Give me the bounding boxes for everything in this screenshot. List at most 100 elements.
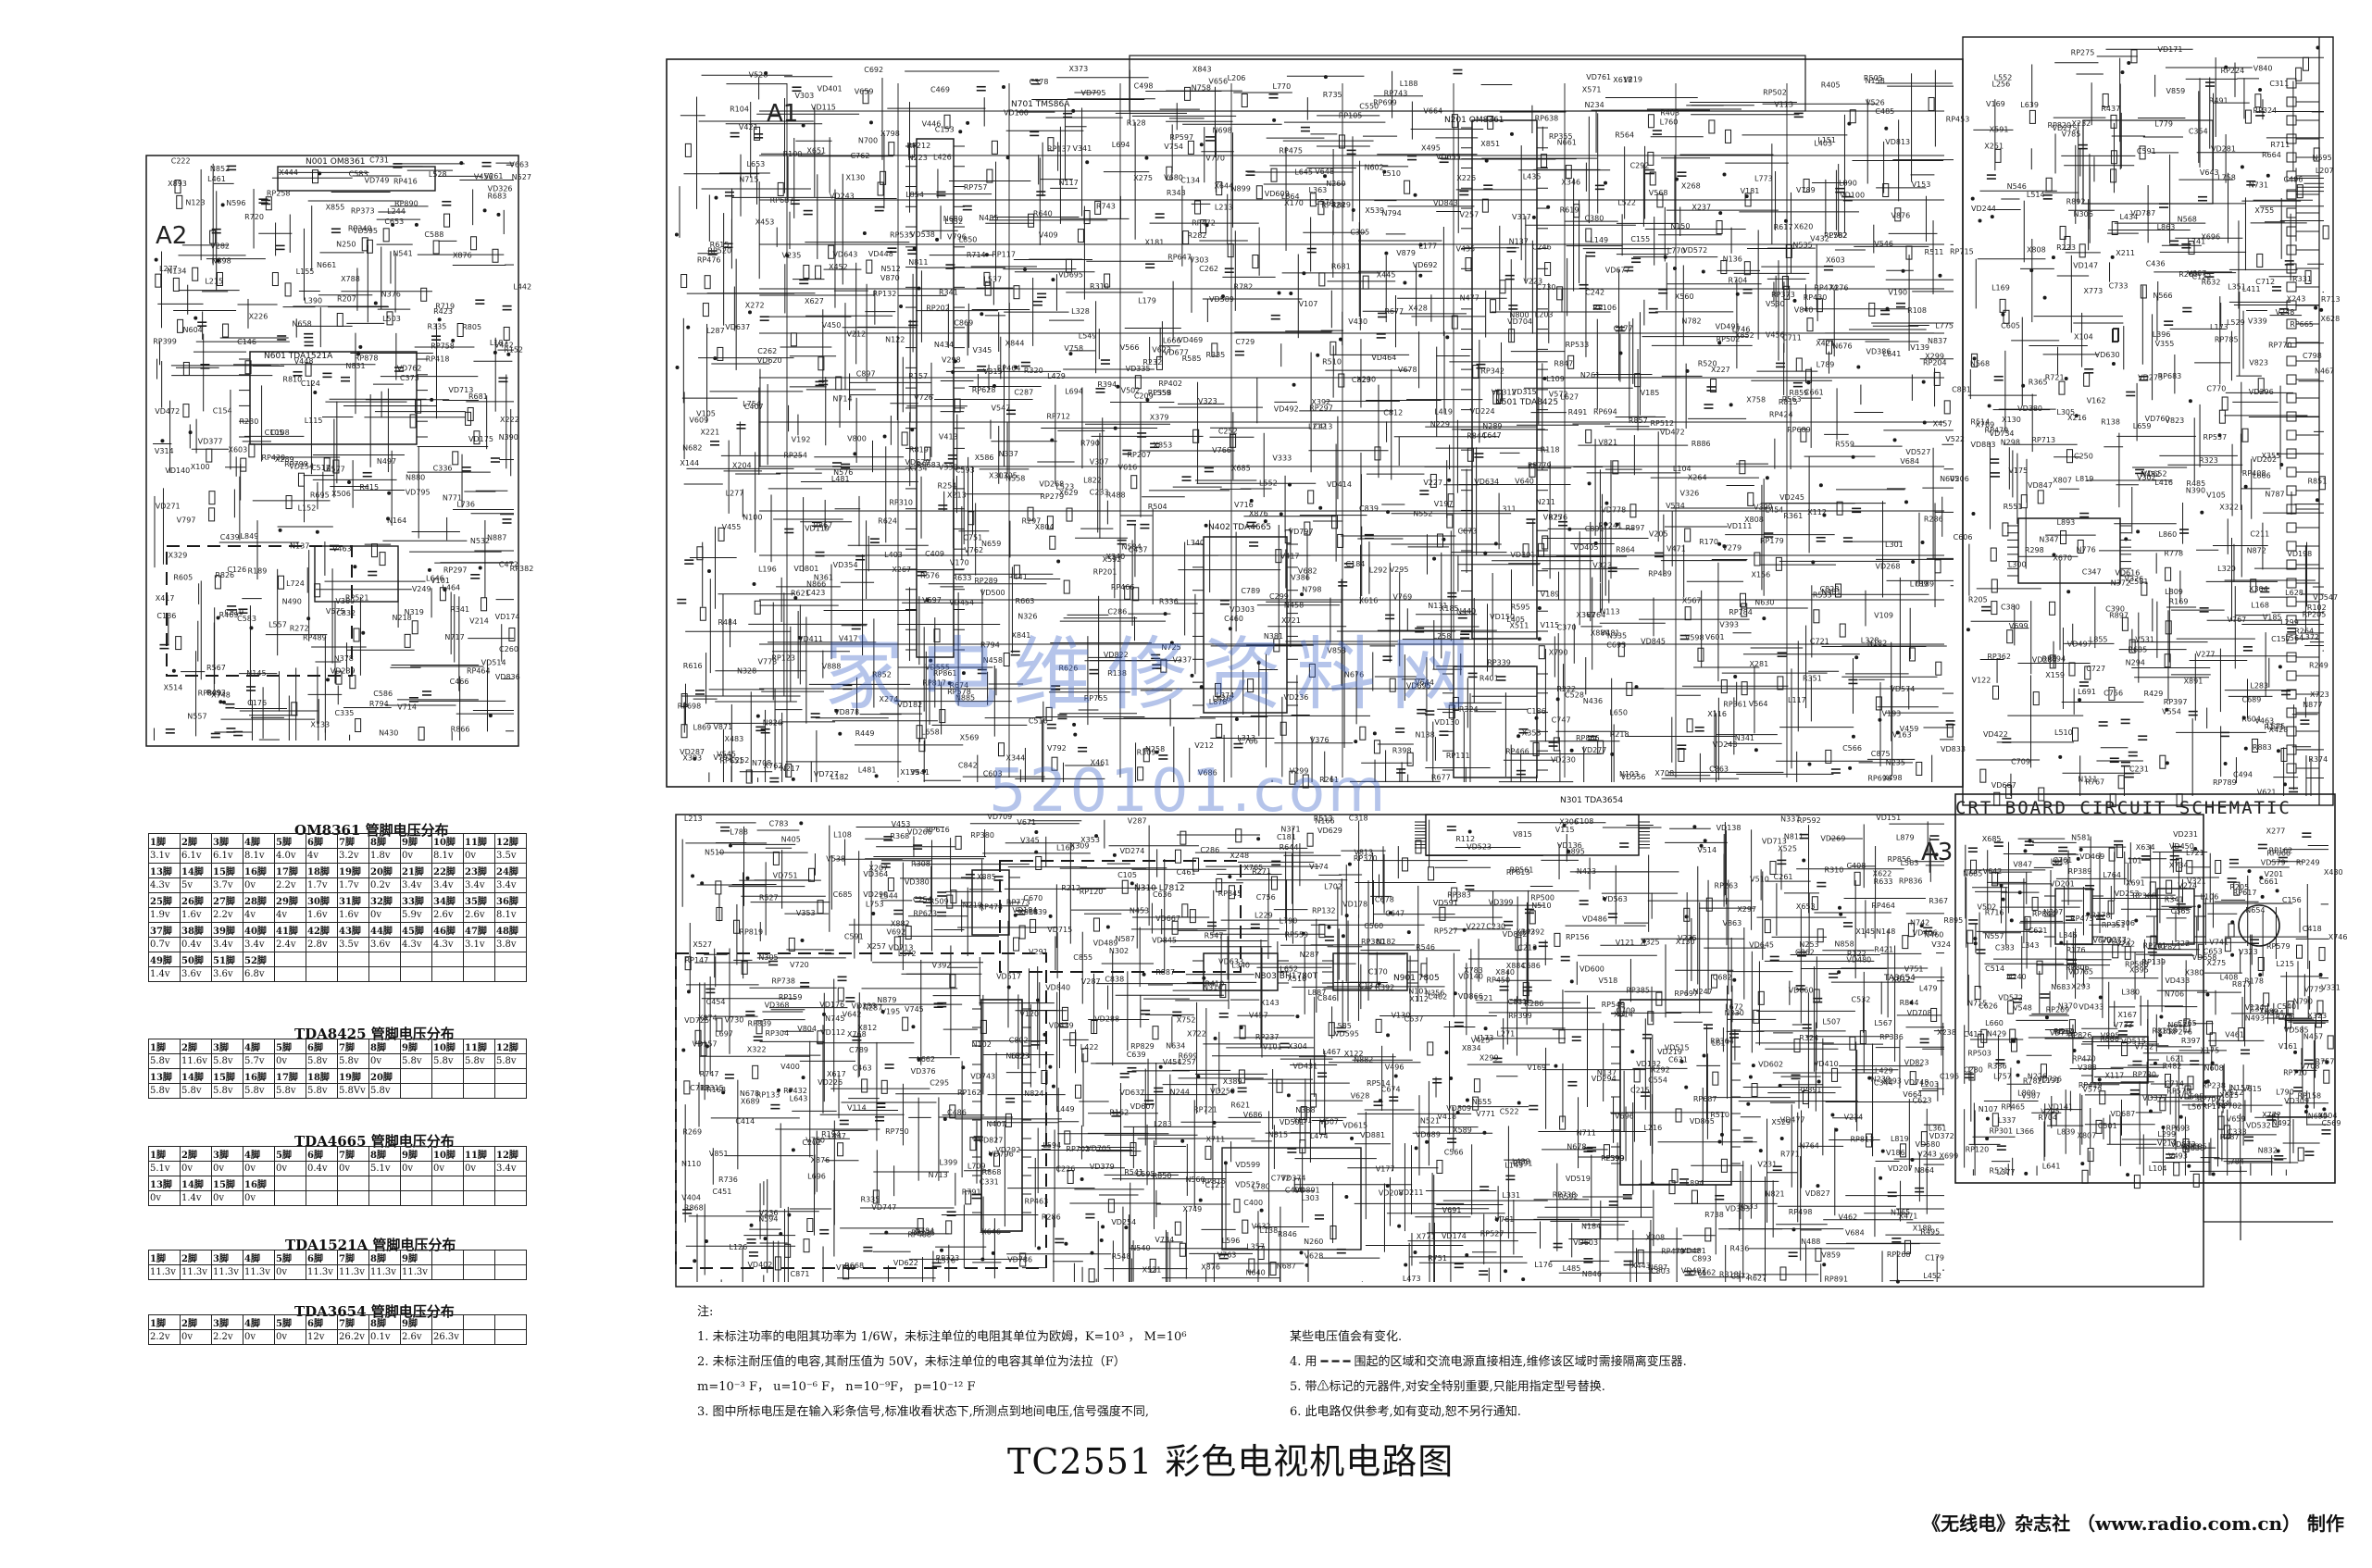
svg-text:C373: C373 bbox=[400, 374, 419, 382]
svg-text:V442: V442 bbox=[494, 342, 514, 350]
svg-text:L419: L419 bbox=[1434, 408, 1453, 417]
svg-text:V682: V682 bbox=[1298, 567, 1317, 576]
svg-text:V680: V680 bbox=[1164, 173, 1183, 181]
svg-text:L628: L628 bbox=[2285, 589, 2303, 597]
table-cell: 36脚 bbox=[494, 892, 527, 908]
svg-text:VD380: VD380 bbox=[2017, 404, 2042, 413]
svg-text:V326: V326 bbox=[1680, 489, 1700, 497]
svg-text:RP275: RP275 bbox=[2071, 48, 2095, 56]
svg-text:X130: X130 bbox=[846, 173, 866, 181]
svg-text:C603: C603 bbox=[983, 770, 1003, 778]
table-cell: 5.8v bbox=[148, 1053, 181, 1069]
table-cell: 6脚 bbox=[306, 1146, 338, 1162]
table-cell: 19脚 bbox=[337, 863, 369, 878]
svg-text:C842: C842 bbox=[958, 761, 978, 769]
svg-text:V432: V432 bbox=[1810, 235, 1829, 243]
svg-text:V169: V169 bbox=[1986, 100, 2005, 108]
svg-text:RP472: RP472 bbox=[1192, 219, 1216, 228]
svg-text:L890: L890 bbox=[1839, 179, 1857, 187]
svg-text:RP817: RP817 bbox=[922, 678, 946, 687]
svg-text:X299: X299 bbox=[1925, 353, 1944, 361]
table-cell: 5脚 bbox=[274, 1039, 306, 1054]
svg-text:V522: V522 bbox=[1945, 435, 1965, 443]
table-cell bbox=[400, 1176, 432, 1191]
svg-text:VD301: VD301 bbox=[1510, 551, 1535, 559]
svg-text:N527: N527 bbox=[512, 173, 531, 181]
svg-text:X891: X891 bbox=[2184, 677, 2203, 685]
svg-text:L454: L454 bbox=[1766, 506, 1784, 515]
svg-text:V307: V307 bbox=[1090, 457, 1109, 466]
table-cell bbox=[337, 966, 369, 982]
svg-text:L464: L464 bbox=[442, 583, 460, 591]
svg-text:C472: C472 bbox=[499, 560, 518, 568]
svg-text:R351: R351 bbox=[1803, 674, 1822, 682]
note-line: 2. 未标注耐压值的电容,其耐压值为 50V，未标注单位的电容其单位为法拉（F） bbox=[697, 1355, 1126, 1369]
svg-text:RP430: RP430 bbox=[1804, 293, 1828, 302]
table-cell: 0.4v bbox=[306, 1161, 338, 1176]
svg-text:V105: V105 bbox=[2206, 492, 2226, 500]
table-cell: 29脚 bbox=[274, 892, 306, 908]
svg-text:RP557: RP557 bbox=[2203, 433, 2228, 442]
svg-text:X788: X788 bbox=[341, 275, 360, 283]
svg-text:R714: R714 bbox=[967, 251, 986, 259]
svg-text:VD655: VD655 bbox=[1436, 153, 1461, 161]
svg-text:C184: C184 bbox=[1346, 560, 1366, 568]
svg-text:VD130: VD130 bbox=[1434, 718, 1459, 727]
svg-text:L779: L779 bbox=[2154, 120, 2173, 129]
svg-text:C756: C756 bbox=[2104, 690, 2123, 698]
table-cell bbox=[431, 1068, 464, 1084]
table-cell bbox=[431, 1083, 464, 1099]
svg-text:X344: X344 bbox=[1006, 754, 1026, 763]
svg-text:R794: R794 bbox=[369, 700, 389, 708]
svg-text:VD312: VD312 bbox=[1492, 389, 1517, 397]
svg-text:R152: R152 bbox=[504, 345, 523, 354]
svg-text:V716: V716 bbox=[1234, 501, 1254, 509]
svg-text:X539: X539 bbox=[1365, 206, 1384, 215]
table-cell: 2.2v bbox=[211, 1329, 243, 1345]
svg-text:X232: X232 bbox=[2072, 119, 2091, 128]
svg-text:R604: R604 bbox=[2241, 715, 2261, 723]
svg-text:X276: X276 bbox=[1829, 283, 1849, 292]
table-cell: 20脚 bbox=[368, 863, 401, 878]
table-cell bbox=[494, 1314, 527, 1330]
svg-text:X616: X616 bbox=[1359, 597, 1379, 605]
svg-text:L188: L188 bbox=[1400, 80, 1418, 88]
svg-text:N250: N250 bbox=[336, 240, 356, 248]
svg-text:V664: V664 bbox=[1423, 107, 1442, 116]
svg-text:V481: V481 bbox=[1601, 628, 1620, 637]
svg-text:R859: R859 bbox=[1789, 389, 1808, 397]
table-cell: 12脚 bbox=[494, 833, 527, 849]
svg-text:X453: X453 bbox=[755, 218, 775, 227]
svg-text:L442: L442 bbox=[513, 282, 531, 291]
svg-text:VD695: VD695 bbox=[1058, 270, 1083, 279]
svg-text:R323: R323 bbox=[2199, 456, 2218, 465]
svg-text:VD845: VD845 bbox=[1641, 638, 1666, 646]
svg-text:V249: V249 bbox=[412, 585, 431, 593]
svg-text:C124: C124 bbox=[301, 380, 320, 388]
svg-text:R677: R677 bbox=[1384, 307, 1404, 316]
svg-text:C485: C485 bbox=[1875, 107, 1894, 116]
svg-text:X267: X267 bbox=[892, 566, 911, 574]
svg-text:R297: R297 bbox=[1022, 517, 1042, 526]
svg-text:L416: L416 bbox=[2154, 479, 2173, 487]
table-cell bbox=[368, 966, 401, 982]
table-cell: 16脚 bbox=[243, 1176, 275, 1191]
svg-text:L666: L666 bbox=[1163, 336, 1181, 344]
table-cell: 1脚 bbox=[148, 1250, 181, 1265]
svg-text:L646: L646 bbox=[426, 575, 444, 583]
svg-text:C709: C709 bbox=[2011, 757, 2030, 765]
svg-text:VD464: VD464 bbox=[1371, 354, 1396, 362]
svg-text:C242: C242 bbox=[1585, 288, 1604, 296]
table-cell: 13脚 bbox=[148, 1176, 181, 1191]
svg-text:V659: V659 bbox=[855, 87, 874, 95]
svg-text:L789: L789 bbox=[1910, 580, 1929, 589]
svg-text:L311: L311 bbox=[1498, 505, 1517, 514]
svg-text:VD174: VD174 bbox=[495, 613, 520, 621]
svg-text:RP820: RP820 bbox=[2047, 121, 2071, 130]
svg-text:C335: C335 bbox=[334, 709, 354, 717]
ic-label-n310: N310 L7812 bbox=[1134, 884, 1185, 893]
svg-text:X567: X567 bbox=[1682, 597, 1702, 605]
svg-text:R403: R403 bbox=[1660, 108, 1679, 117]
svg-text:V888: V888 bbox=[822, 663, 842, 671]
table-cell: 42脚 bbox=[306, 922, 338, 938]
